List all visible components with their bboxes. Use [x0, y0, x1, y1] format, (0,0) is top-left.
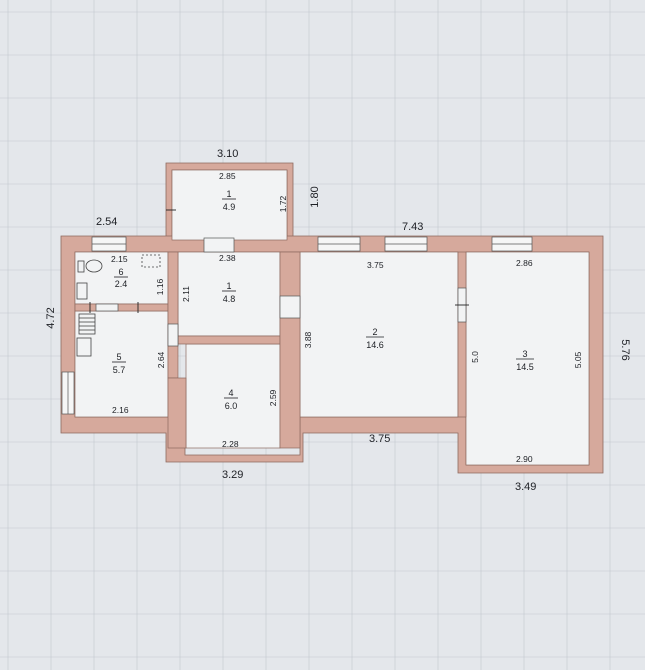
wall-1-4 [177, 335, 281, 345]
room-6-dim-height: 1.16 [155, 278, 165, 295]
windows [61, 236, 533, 415]
floor-room-5 [74, 310, 169, 418]
fixtures [76, 254, 161, 357]
room-5-dim-height: 2.64 [156, 351, 166, 368]
dim-right-side: 5.76 [619, 339, 631, 360]
room-3-dim-top: 2.86 [516, 258, 533, 268]
room-5-area: 5.7 [113, 365, 126, 375]
stairs-outline [78, 313, 96, 335]
dim-projection-height: 1.80 [309, 186, 321, 207]
fraction-bars [112, 198, 534, 399]
wall-5-4 [167, 377, 187, 449]
dim-left-side: 4.72 [45, 307, 57, 328]
floor-room-1-projection [171, 169, 288, 241]
room-1a-dim-height: 1.72 [278, 195, 288, 212]
room-4-number: 4 [228, 388, 233, 398]
toilet-tank-icon [77, 260, 85, 273]
room-3-dim-right: 5.05 [573, 351, 583, 368]
door-marks [89, 209, 469, 313]
wall-6-5 [74, 303, 169, 312]
bath-icon [76, 282, 88, 300]
room-6-dim-width: 2.15 [111, 254, 128, 264]
stairs-icon [78, 313, 96, 335]
room-3-dim-left: 5.0 [470, 351, 480, 363]
room-5-dim-bottom: 2.16 [112, 405, 129, 415]
room-6-number: 6 [118, 267, 123, 277]
room-1b-area: 4.8 [223, 294, 236, 304]
room-2-dim-bottom: 3.75 [369, 433, 390, 445]
floor-room-3 [465, 251, 590, 466]
room-4-dim-height: 2.59 [268, 389, 278, 406]
room-2-dim-left: 3.88 [303, 331, 313, 348]
sink-icon [141, 254, 161, 268]
floors [74, 169, 590, 466]
door-1-2 [279, 295, 301, 319]
room-1b-dim-height: 2.11 [181, 286, 191, 302]
dim-bottom-left: 3.29 [222, 469, 243, 481]
toilet-icon [85, 259, 103, 273]
dim-left-top: 2.54 [96, 216, 117, 228]
door-projection [203, 237, 235, 253]
floor-room-4 [185, 343, 281, 449]
stove-icon [76, 337, 92, 357]
dim-bottom-right: 3.49 [515, 481, 536, 493]
room-5-number: 5 [116, 352, 121, 362]
floor-room-1-hall [177, 251, 281, 337]
wall-2-3 [457, 251, 467, 418]
room-1a-dim-width: 2.85 [219, 171, 236, 181]
floor-room-2 [299, 251, 459, 418]
door-5-4 [167, 323, 179, 347]
room-3-number: 3 [522, 349, 527, 359]
door-6-5 [95, 303, 119, 312]
room-3-dim-bottom: 2.90 [516, 454, 533, 464]
wall-6-1 [167, 251, 179, 379]
room-4-dim-bottom: 2.28 [222, 439, 239, 449]
room-1b-number: 1 [226, 281, 231, 291]
room-1a-area: 4.9 [223, 202, 236, 212]
room-1a-number: 1 [226, 189, 231, 199]
room-4-area: 6.0 [225, 401, 238, 411]
room-2-area: 14.6 [366, 340, 384, 350]
dim-top-projection: 3.10 [217, 148, 238, 160]
room-2-number: 2 [372, 327, 377, 337]
room-6-area: 2.4 [115, 279, 128, 289]
dim-right-top: 7.43 [402, 221, 423, 233]
room-3-area: 14.5 [516, 362, 534, 372]
room-1b-dim-width: 2.38 [219, 253, 236, 263]
wall-1-2 [279, 251, 301, 449]
room-2-dim-top: 3.75 [367, 260, 384, 270]
